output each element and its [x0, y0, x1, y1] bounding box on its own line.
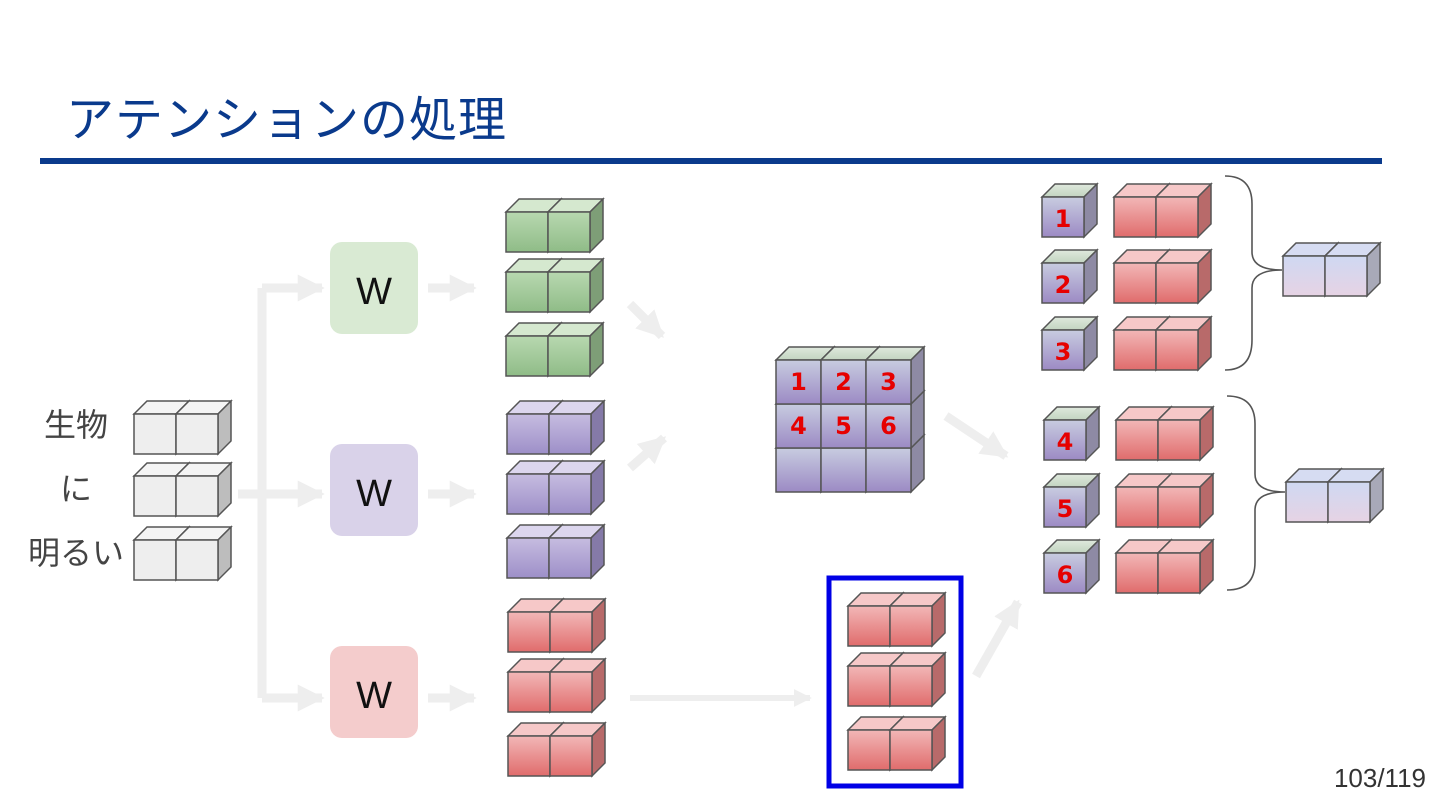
brace-bottom [1226, 395, 1286, 591]
slide-title: アテンションの処理 [66, 92, 508, 148]
weight-query: W [330, 242, 418, 334]
output-vector-1 [1281, 241, 1382, 298]
cube [1156, 472, 1215, 529]
cube [548, 597, 607, 654]
arrow-query-to-score [626, 300, 666, 340]
key-vector-1 [505, 399, 606, 456]
arrow-score-to-weighted [943, 412, 1009, 460]
cube [888, 591, 947, 648]
cube [1154, 248, 1213, 305]
cube [1154, 315, 1213, 372]
cube [548, 657, 607, 714]
weight-key: W [330, 444, 418, 536]
cube [546, 197, 605, 254]
weighted-value-vector-1 [1112, 182, 1213, 239]
cube [174, 461, 233, 518]
cube [174, 399, 233, 456]
token-label-ni: に [60, 470, 92, 508]
connector-lines [238, 274, 1022, 712]
key-vector-3 [505, 523, 606, 580]
score-number-6: 6 [880, 412, 897, 440]
weight-number-3: 3 [1055, 338, 1072, 366]
score-number-2: 2 [835, 368, 852, 396]
weight-value-label: W [356, 675, 392, 717]
cube [864, 345, 926, 406]
highlighted-value-vector-2 [846, 651, 947, 708]
highlighted-value-vector-3 [846, 715, 947, 772]
cube [1040, 315, 1099, 372]
output-vector-2 [1284, 467, 1385, 524]
cube [174, 525, 233, 582]
weight-value: W [330, 646, 418, 738]
weighted-value-vector-5 [1114, 472, 1215, 529]
cube [888, 715, 947, 772]
weight-number-cube-6: 6 [1042, 538, 1101, 595]
highlighted-value-vector-1 [846, 591, 947, 648]
cube [1326, 467, 1385, 524]
value-highlight-box [826, 575, 964, 789]
weight-number-6: 6 [1057, 561, 1074, 589]
key-vector-2 [505, 459, 606, 516]
score-number-4: 4 [790, 412, 807, 440]
cube [1156, 538, 1215, 595]
score-number-1: 1 [790, 368, 807, 396]
cube [819, 345, 881, 406]
token-label-akarui: 明るい [28, 534, 124, 572]
weighted-value-vector-3 [1112, 315, 1213, 372]
weight-number-4: 4 [1057, 428, 1074, 456]
cube [546, 321, 605, 378]
cube [547, 399, 606, 456]
input-token-labels: 生物 に 明るい [28, 406, 124, 572]
weighted-value-vector-4 [1114, 405, 1215, 462]
weight-number-5: 5 [1057, 495, 1074, 523]
cube [548, 721, 607, 778]
cube [1156, 405, 1215, 462]
token-label-seibutsu: 生物 [44, 406, 108, 444]
value-vector-1 [506, 597, 607, 654]
weight-number-2: 2 [1055, 271, 1072, 299]
score-number-5: 5 [835, 412, 852, 440]
title-underline [40, 158, 1382, 164]
input-vector-1 [132, 399, 233, 456]
input-vector-3 [132, 525, 233, 582]
value-vector-3 [506, 721, 607, 778]
weight-number-cube-5: 5 [1042, 472, 1101, 529]
cube [1154, 182, 1213, 239]
cube [546, 257, 605, 314]
cube [1040, 248, 1099, 305]
query-vector-1 [504, 197, 605, 254]
weight-number-1: 1 [1055, 205, 1072, 233]
cube [888, 651, 947, 708]
page-number: 103/119 [1333, 763, 1426, 793]
query-vector-2 [504, 257, 605, 314]
input-vector-2 [132, 461, 233, 518]
arrow-key-to-score [627, 434, 667, 472]
arrow-box-to-weighted [972, 599, 1022, 679]
cube [1040, 182, 1099, 239]
weighted-value-vector-2 [1112, 248, 1213, 305]
weight-query-label: W [356, 271, 392, 313]
cube [1042, 472, 1101, 529]
cube [547, 523, 606, 580]
score-number-3: 3 [880, 368, 897, 396]
input-split-line [238, 288, 267, 698]
cube [1042, 538, 1101, 595]
cube [547, 459, 606, 516]
cube [1323, 241, 1382, 298]
cube [1042, 405, 1101, 462]
weight-number-cube-2: 2 [1040, 248, 1099, 305]
query-vector-3 [504, 321, 605, 378]
weight-number-cube-4: 4 [1042, 405, 1101, 462]
weighted-value-vector-6 [1114, 538, 1215, 595]
weight-key-label: W [356, 473, 392, 515]
brace-top [1224, 175, 1283, 371]
weight-number-cube-1: 1 [1040, 182, 1099, 239]
value-vector-2 [506, 657, 607, 714]
weight-number-cube-3: 3 [1040, 315, 1099, 372]
